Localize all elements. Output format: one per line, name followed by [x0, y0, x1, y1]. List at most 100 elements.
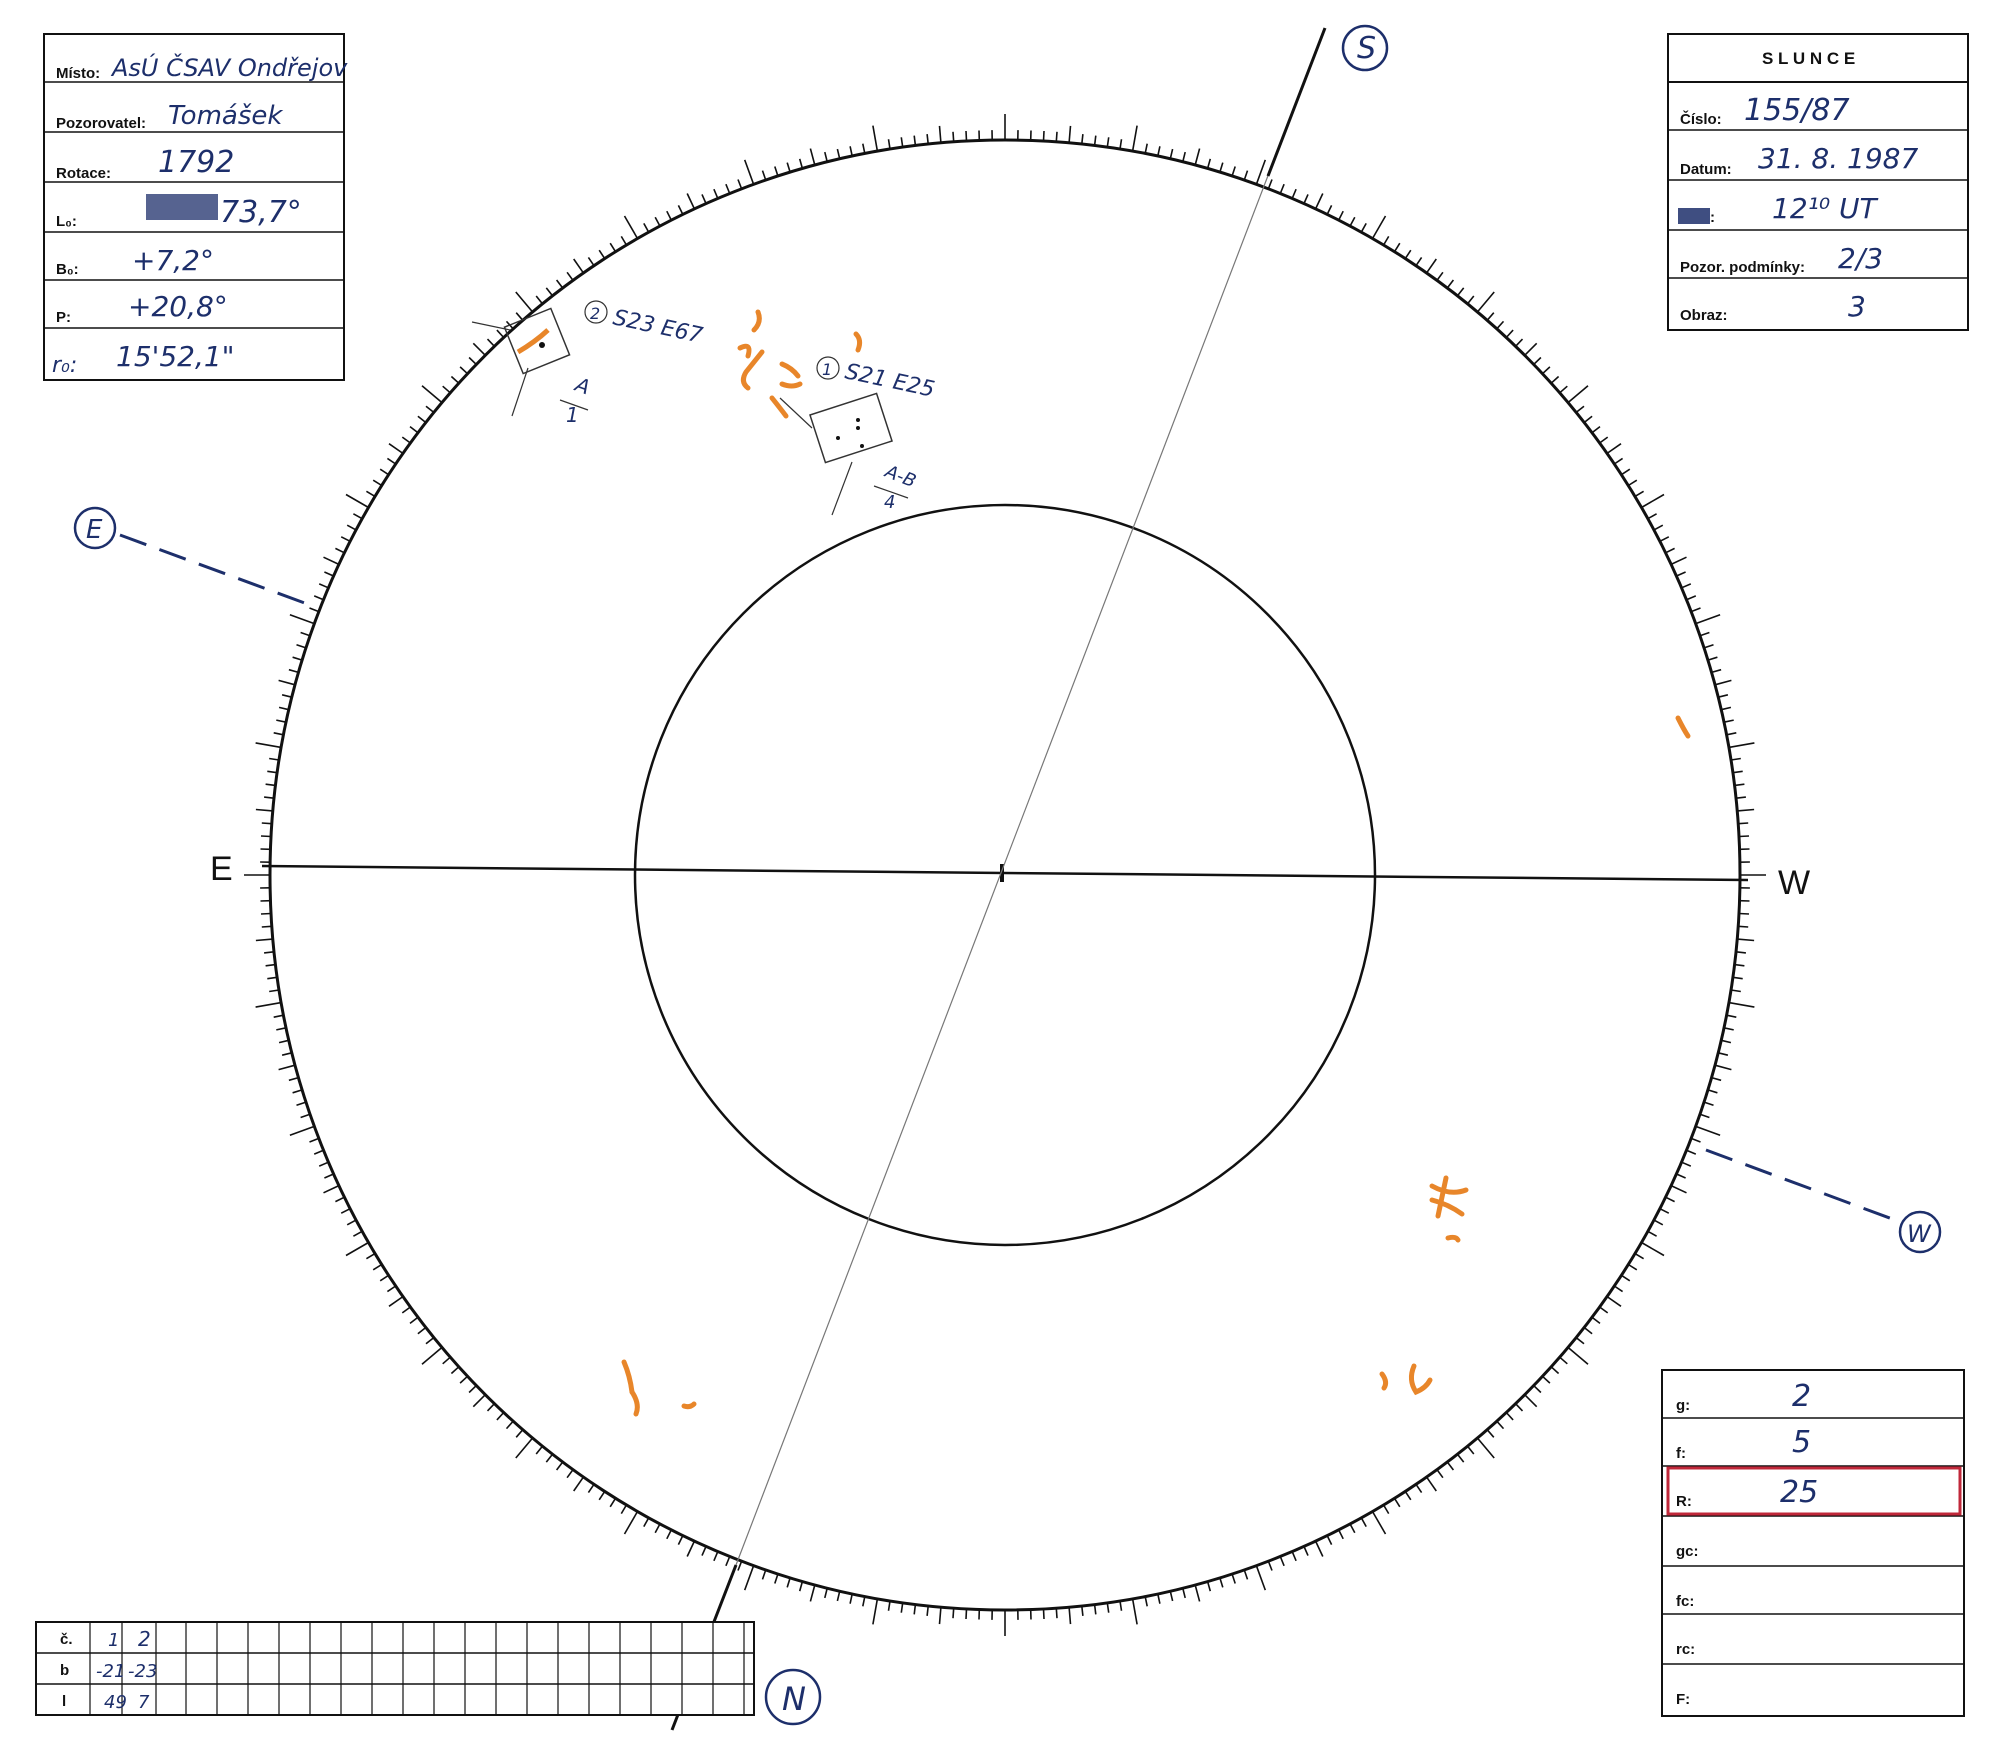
cislo-label: Číslo: [1680, 110, 1722, 128]
limb-tick [1613, 1285, 1624, 1293]
limb-tick [887, 1600, 891, 1611]
limb-tick [1436, 1469, 1444, 1479]
limb-tick [701, 1546, 707, 1556]
limb-tick [1081, 134, 1084, 145]
limb-tick [1734, 963, 1745, 967]
limb-tick [1703, 1101, 1714, 1106]
limb-tick [1371, 215, 1387, 239]
limb-tick [255, 1001, 282, 1008]
limb-tick [278, 679, 296, 686]
limb-tick [278, 706, 289, 711]
limb-tick [701, 194, 707, 204]
limb-tick [1641, 493, 1665, 509]
limb-tick [1106, 1602, 1110, 1613]
north-marker-circle [764, 1668, 822, 1726]
limb-tick [1665, 1196, 1675, 1203]
limb-tick [598, 249, 606, 260]
limb-tick [1337, 1529, 1344, 1540]
limb-tick [824, 1588, 828, 1599]
limb-tick [421, 385, 443, 404]
limb-tick [288, 1076, 299, 1082]
limb-tick [1591, 1316, 1601, 1325]
limb-tick [545, 287, 554, 297]
limb-tick [425, 405, 435, 414]
east-label: E [210, 850, 233, 888]
limb-tick [273, 1014, 284, 1018]
limb-tick [926, 1605, 929, 1616]
limb-tick [566, 271, 574, 281]
gc-label: gc: [1676, 1543, 1699, 1560]
podminky-value: 2/3 [1838, 242, 1883, 275]
limb-tick [965, 1608, 968, 1620]
cell-b-2: -23 [128, 1661, 157, 1682]
limb-tick [1659, 536, 1670, 543]
limb-tick [1738, 925, 1749, 928]
east-dashed-line [119, 533, 311, 607]
p-label: P: [56, 309, 71, 326]
limb-tick [1676, 1173, 1686, 1179]
limb-tick [1541, 1375, 1551, 1384]
limb-tick [725, 1556, 731, 1567]
limb-tick [573, 258, 585, 274]
axis-south-extension [1266, 27, 1327, 177]
limb-tick [1243, 170, 1249, 181]
limb-tick [1707, 656, 1718, 661]
limb-tick [798, 158, 804, 169]
limb-tick [468, 356, 477, 365]
limb-tick [1303, 1546, 1309, 1556]
limb-tick [353, 513, 363, 520]
west-label: W [1778, 864, 1810, 902]
limb-tick [1575, 405, 1585, 414]
limb-tick [1653, 524, 1664, 531]
limb-tick [1567, 385, 1589, 404]
west-marker-circle [1898, 1210, 1942, 1254]
group-1-count: 4 [884, 492, 895, 513]
group-2: 2 S23 E67 A 1 [471, 300, 705, 427]
datum-value: 31. 8. 1987 [1758, 142, 1918, 175]
limb-tick [1446, 279, 1455, 289]
limb-tick [1559, 1356, 1568, 1365]
limb-tick [1690, 1137, 1701, 1143]
limb-tick [900, 137, 904, 148]
datum-label: Datum: [1680, 161, 1732, 178]
limb-tick [1515, 338, 1524, 347]
limb-tick [1567, 1346, 1589, 1365]
limb-tick [472, 342, 486, 356]
limb-tick [1182, 1588, 1186, 1599]
limb-tick [1732, 770, 1743, 774]
limb-tick [335, 547, 345, 554]
limb-tick [1599, 436, 1609, 444]
limb-tick [666, 1529, 673, 1540]
limb-tick [609, 242, 617, 253]
limb-tick [786, 162, 791, 173]
limb-tick [1303, 194, 1309, 204]
limb-tick [261, 822, 272, 825]
limb-tick [496, 329, 505, 339]
slunce-title: S L U N C E [1762, 49, 1855, 68]
limb-tick [836, 1591, 841, 1602]
limb-tick [952, 131, 955, 142]
groups-table: č. b l 1 2 -21 -23 49 7 [35, 1621, 755, 1716]
limb-tick [296, 644, 307, 649]
limb-tick [737, 1560, 743, 1571]
limb-tick [1686, 595, 1697, 601]
limb-tick [1665, 547, 1675, 554]
limb-tick [300, 631, 311, 637]
row-label-l: l [62, 1693, 66, 1710]
limb-tick [1068, 1607, 1072, 1625]
group-1-position: S21 E25 [843, 359, 937, 402]
limb-tick [409, 425, 419, 434]
limb-tick [1711, 668, 1722, 674]
group-1-number: 1 [822, 360, 832, 379]
r-value: 25 [1780, 1475, 1818, 1510]
limb-tick [1515, 1403, 1524, 1412]
limb-tick [743, 1565, 755, 1591]
limb-tick [1279, 1556, 1285, 1567]
limb-tick [1404, 1490, 1412, 1501]
limb-tick [417, 415, 427, 424]
group-2-number: 2 [590, 304, 600, 323]
limb-tick [1496, 1420, 1505, 1430]
limb-tick [278, 1064, 296, 1071]
limb-tick [1550, 375, 1560, 384]
